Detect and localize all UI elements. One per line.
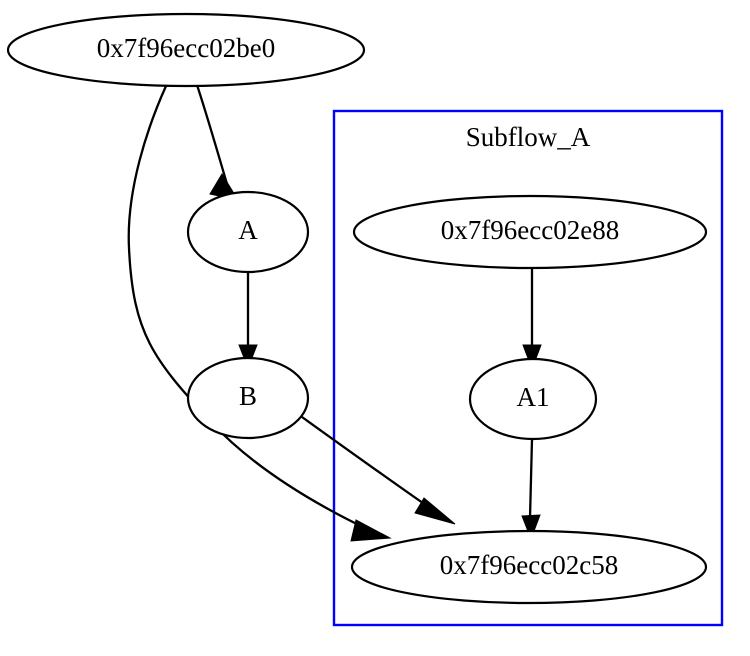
graph-edge[interactable] xyxy=(521,438,541,541)
node-label: 0x7f96ecc02c58 xyxy=(440,550,618,580)
cluster-border-rect[interactable] xyxy=(332,109,724,627)
graph-edge[interactable] xyxy=(301,416,456,525)
graph-edge[interactable] xyxy=(195,84,240,201)
node-label: B xyxy=(239,381,257,411)
graph-edge[interactable] xyxy=(522,268,542,371)
node-label: A1 xyxy=(517,382,550,412)
edge-arrowhead-icon xyxy=(521,514,541,541)
node-ellipse-shape xyxy=(468,357,598,441)
node-label: A xyxy=(238,215,258,245)
node-label: 0x7f96ecc02be0 xyxy=(97,33,275,63)
graph-node[interactable]: 0x7f96ecc02e88 xyxy=(352,194,708,270)
graph-edge[interactable] xyxy=(238,272,258,370)
node-ellipse-shape xyxy=(186,190,310,274)
edge-arrowhead-icon xyxy=(238,344,258,370)
node-ellipse-shape xyxy=(186,356,310,440)
edge-line xyxy=(301,416,431,509)
node-ellipse-shape xyxy=(6,12,366,88)
graph-edge[interactable] xyxy=(127,85,392,542)
edge-arrowhead-icon xyxy=(350,519,392,542)
node-label: 0x7f96ecc02e88 xyxy=(441,215,619,245)
edge-line xyxy=(528,438,534,519)
cluster-label: Subflow_A xyxy=(466,122,591,152)
edges-layer xyxy=(127,84,542,542)
graph-node[interactable]: A1 xyxy=(468,357,598,441)
node-ellipse-shape xyxy=(352,194,708,270)
edge-arrowhead-icon xyxy=(522,344,542,371)
graph-node[interactable]: 0x7f96ecc02c58 xyxy=(350,529,708,605)
graph-node[interactable]: A xyxy=(186,190,310,274)
graph-node[interactable]: 0x7f96ecc02be0 xyxy=(6,12,366,88)
node-ellipse-shape xyxy=(350,529,708,605)
edge-line xyxy=(195,84,229,185)
edge-line xyxy=(127,85,368,531)
edge-arrowhead-icon xyxy=(414,497,456,525)
cluster-subflow-a[interactable]: Subflow_A xyxy=(332,109,724,627)
graph-node[interactable]: B xyxy=(186,356,310,440)
